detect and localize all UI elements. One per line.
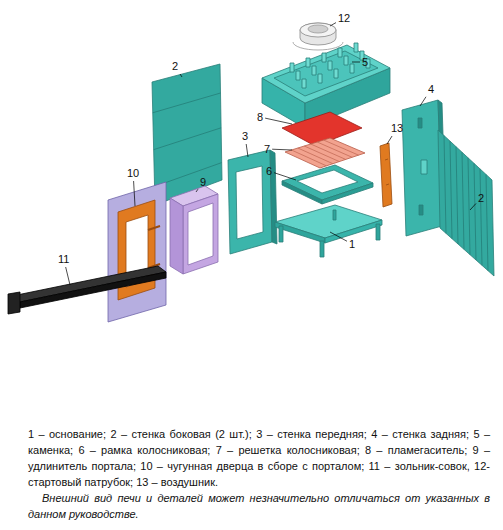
callout-number: 5 <box>362 56 368 68</box>
grate-bar <box>291 150 326 166</box>
stone-spike <box>302 79 306 88</box>
front-wall <box>228 150 277 254</box>
stone-spike <box>312 66 316 75</box>
stone-spike <box>338 48 342 57</box>
air-vent <box>380 143 392 207</box>
panel-rib <box>462 152 464 249</box>
panel-rib <box>450 141 452 239</box>
leader-line <box>470 203 476 210</box>
panel-rib <box>468 158 470 255</box>
leader-line <box>272 149 292 151</box>
leader-line <box>387 136 392 144</box>
stone-spike <box>290 63 294 72</box>
stone-spike <box>318 74 322 83</box>
grate-bar <box>304 146 339 162</box>
leader-line <box>134 181 135 206</box>
base <box>275 205 382 257</box>
panel-rib <box>486 174 488 270</box>
side-wall <box>438 130 494 276</box>
cast-iron-door <box>108 182 166 322</box>
callout-number: 7 <box>264 143 270 155</box>
panel-rib <box>480 169 482 265</box>
leader-line <box>265 118 292 124</box>
leader-line <box>352 62 360 63</box>
grate-bar <box>311 144 346 159</box>
callout-number: 13 <box>391 122 403 134</box>
stone-spike <box>344 56 348 65</box>
grate-bar <box>324 140 359 155</box>
portal-extender <box>170 186 218 274</box>
callout-number: 1 <box>349 238 355 250</box>
starter-pipe <box>293 23 343 50</box>
grate-bar <box>298 148 333 164</box>
stone-spike <box>306 58 310 67</box>
leader-line <box>196 189 198 192</box>
grate-bar <box>317 142 352 157</box>
callout-number: 9 <box>200 176 206 188</box>
stone-spike <box>296 71 300 80</box>
leader-line <box>420 97 426 106</box>
stone-spike <box>328 61 332 70</box>
note: Внешний вид печи и деталей может незначи… <box>28 490 490 522</box>
callout-number: 3 <box>242 130 248 142</box>
leader-line <box>274 173 296 180</box>
leader-line <box>66 267 70 285</box>
stone-spike <box>334 69 338 78</box>
panel-rib <box>456 147 458 244</box>
panel-rib <box>474 163 476 260</box>
grate-frame <box>282 165 373 204</box>
parts-list: 1 – основание; 2 – стенка боковая (2 шт.… <box>28 426 490 490</box>
leader-line <box>330 23 336 26</box>
panel-rib <box>153 93 221 113</box>
stone-spike <box>354 43 358 52</box>
leader-line <box>180 74 182 77</box>
panel-rib <box>154 128 221 150</box>
callout-number: 10 <box>127 167 139 179</box>
ash-tray <box>8 266 166 314</box>
callout-number: 8 <box>257 111 263 123</box>
leader-line <box>246 144 248 157</box>
stone-spike <box>322 53 326 62</box>
grate <box>285 138 365 168</box>
callout-number: 11 <box>58 253 69 265</box>
callout-number: 2 <box>172 60 178 72</box>
callout-number: 2 <box>478 192 484 204</box>
leader-line <box>330 232 347 241</box>
callout-number: 12 <box>338 12 350 24</box>
callout-number: 4 <box>428 83 434 95</box>
stone-spike <box>350 64 354 73</box>
panel-rib <box>444 136 446 234</box>
callout-number: 6 <box>266 165 272 177</box>
